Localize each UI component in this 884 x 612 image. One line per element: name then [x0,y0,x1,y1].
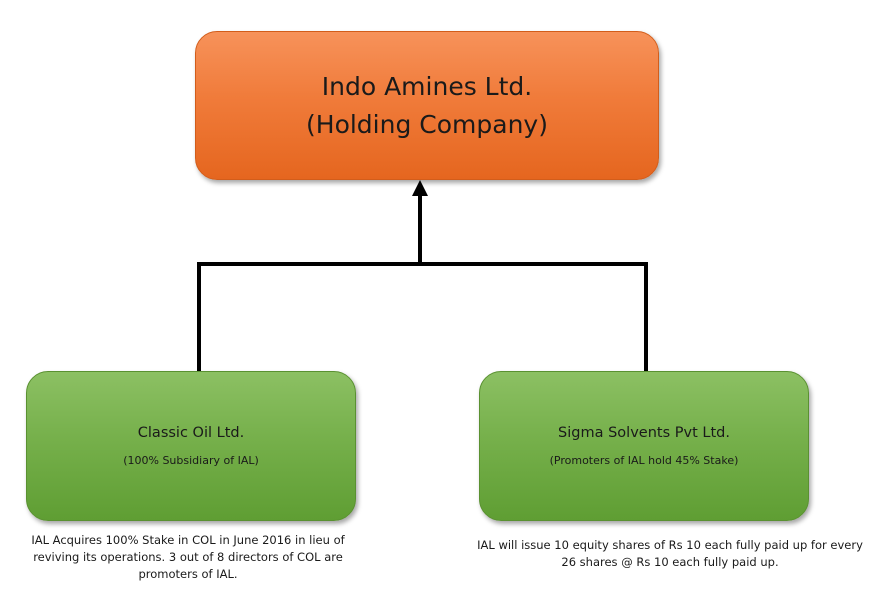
classic-oil-caption: IAL Acquires 100% Stake in COL in June 2… [31,533,345,581]
classic-oil-note: (100% Subsidiary of IAL) [123,454,259,467]
holding-company-role: (Holding Company) [306,109,548,139]
classic-oil-box: Classic Oil Ltd. (100% Subsidiary of IAL… [26,371,356,521]
sigma-solvents-name: Sigma Solvents Pvt Ltd. [558,425,730,441]
holding-company-box: Indo Amines Ltd. (Holding Company) [195,31,659,180]
sigma-solvents-box: Sigma Solvents Pvt Ltd. (Promoters of IA… [479,371,809,521]
sigma-solvents-caption: IAL will issue 10 equity shares of Rs 10… [477,538,863,569]
holding-company-name: Indo Amines Ltd. [321,71,533,101]
sigma-solvents-note: (Promoters of IAL hold 45% Stake) [549,454,739,467]
classic-oil-name: Classic Oil Ltd. [137,425,245,441]
